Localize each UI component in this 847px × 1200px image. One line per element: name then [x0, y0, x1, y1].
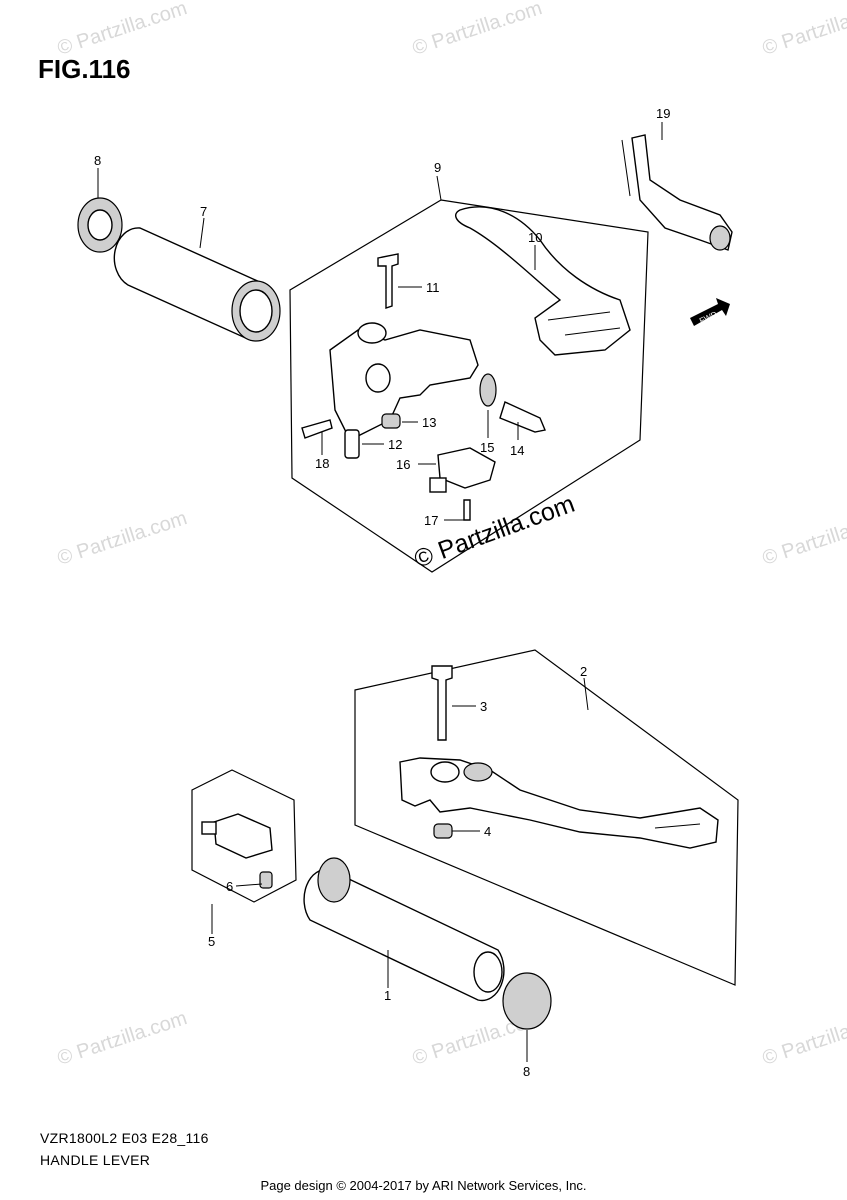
part-11-pin [377, 253, 399, 309]
callout-19: 19 [656, 106, 670, 121]
watermark: © Partzilla.com [410, 0, 545, 60]
upper-leaders [97, 122, 663, 521]
callout-4: 4 [484, 824, 491, 839]
part-13-nut [381, 413, 401, 429]
callout-1: 1 [384, 988, 391, 1003]
copyright-notice: Page design © 2004-2017 by ARI Network S… [260, 1178, 587, 1193]
callout-10: 10 [528, 230, 542, 245]
callout-12: 12 [388, 437, 402, 452]
callout-18: 18 [315, 456, 329, 471]
callout-3: 3 [480, 699, 487, 714]
part-14-adjuster [499, 401, 546, 433]
callout-6: 6 [226, 879, 233, 894]
part-7-grip [113, 227, 281, 342]
callout-11: 11 [426, 280, 440, 295]
part-18-screw [301, 419, 333, 439]
part-17-screw [463, 499, 471, 521]
callout-9: 9 [434, 160, 441, 175]
assembly-box-5 [191, 769, 297, 903]
watermark: © Partzilla.com [55, 0, 190, 60]
figure-title: FIG.116 [38, 54, 131, 84]
part-16-switch [429, 447, 496, 493]
part-3-pin [431, 665, 453, 741]
model-code: VZR1800L2 E03 E28_116 [40, 1130, 209, 1146]
part-19-cover [621, 134, 733, 251]
callout-14: 14 [510, 443, 524, 458]
watermark-big: © Partzilla.com [410, 490, 578, 574]
part-1-throttle-grip [303, 857, 505, 1002]
callout-7: 7 [200, 204, 207, 219]
callout-15: 15 [480, 440, 494, 455]
watermark: © Partzilla.com [55, 1007, 190, 1070]
callout-8: 8 [94, 153, 101, 168]
watermark: © Partzilla.com [55, 507, 190, 570]
part-4-nut [433, 823, 453, 839]
lever-holder [329, 322, 479, 441]
callout-17: 17 [424, 513, 438, 528]
part-5-switch [201, 813, 273, 859]
assembly-box-9 [289, 199, 649, 573]
part-8-cap-bottom [502, 972, 552, 1030]
part-12-collar [344, 429, 360, 459]
watermark: © Partzilla.com [760, 507, 847, 570]
callout-2: 2 [580, 664, 587, 679]
lower-leaders [211, 677, 589, 1062]
part-10-lever [455, 206, 631, 356]
watermark: © Partzilla.com [760, 1007, 847, 1070]
assembly-box-2 [354, 649, 739, 986]
callout-5: 5 [208, 934, 215, 949]
part-6-screw [259, 871, 273, 889]
callout-16: 16 [396, 457, 410, 472]
watermark: © Partzilla.com [760, 0, 847, 60]
part-15-washer [479, 373, 497, 407]
callout-8: 8 [523, 1064, 530, 1079]
fwd-arrow-icon: FWD [690, 298, 730, 326]
fwd-label: FWD [698, 310, 719, 326]
part-2-lever [399, 757, 719, 849]
section-name: HANDLE LEVER [40, 1152, 151, 1168]
part-8-cap-top [77, 197, 123, 253]
callout-13: 13 [422, 415, 436, 430]
